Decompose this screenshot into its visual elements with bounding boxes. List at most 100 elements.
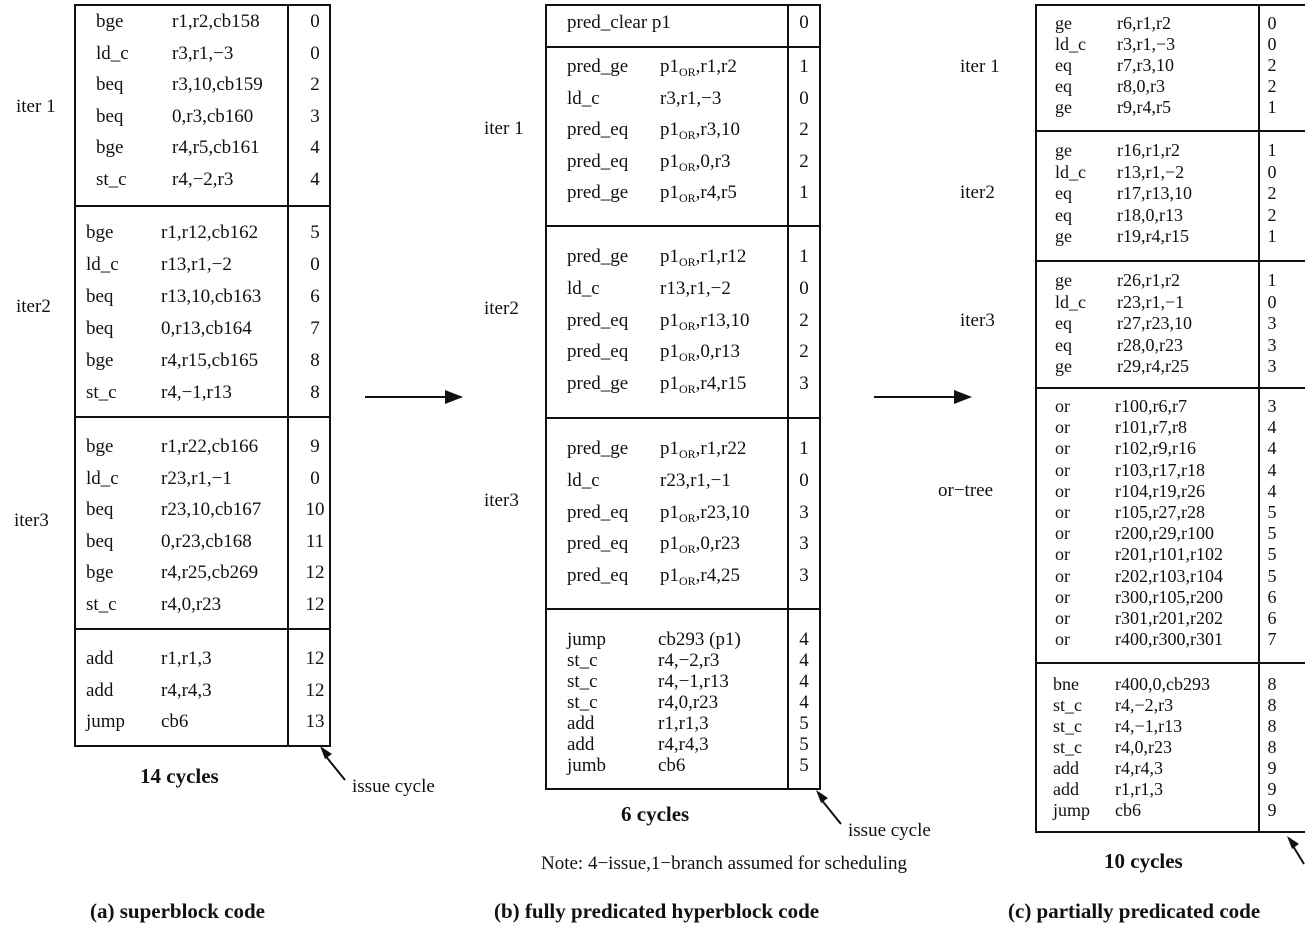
issue-cycle-value: 2 [1267,76,1277,96]
opcode: ld_c [567,277,600,299]
operands: r4,0,r23 [658,692,719,713]
operands: r3,r1,−3 [172,42,234,64]
issue-cycle-value: 3 [1267,356,1277,376]
opcode: ld_c [567,87,600,109]
operands: 0,r23,cb168 [161,530,252,552]
operands: p1OR,r4,25 [660,565,740,589]
operands: r27,r23,10 [1117,313,1192,333]
panel-c-cycle-divider [1258,4,1260,833]
opcode: ge [1055,356,1072,376]
opcode: st_c [1053,695,1082,715]
operands: p1OR,r1,r22 [660,438,747,461]
operands: r103,r17,r18 [1115,459,1205,480]
operands: r7,r3,10 [1117,55,1174,75]
opcode: eq [1055,334,1072,355]
panel-c-sep-1 [1035,130,1305,132]
panel-c-iter-3-label: iter3 [960,310,995,331]
operands: r301,r201,r202 [1115,608,1223,628]
opcode: eq [1055,204,1072,225]
opcode: bge [96,137,124,158]
panel-a-issue-arrow [320,746,346,781]
issue-cycle-value: 3 [799,501,809,523]
operands: r19,r4,r15 [1117,226,1189,246]
opcode: pred_ge [567,182,629,203]
issue-cycle-value: 1 [799,246,809,267]
operands: r1,r12,cb162 [161,222,259,243]
operands: p1OR,0,r3 [660,150,731,174]
issue-cycle-value: 5 [1267,502,1277,522]
operands: p1OR,r4,r5 [660,182,737,205]
issue-cycle-value: 0 [310,11,320,32]
operands: r1,r1,3 [1115,779,1163,799]
issue-cycle-value: 6 [310,286,320,307]
operands: r102,r9,r16 [1115,438,1196,459]
opcode: beq [86,286,114,307]
operands: p1OR,0,r23 [660,533,740,557]
issue-cycle-value: 9 [310,436,320,457]
operands: r17,r13,10 [1117,183,1192,203]
opcode: add [1053,779,1079,799]
opcode: bge [86,436,114,457]
opcode: ld_c [1055,34,1086,54]
issue-cycle-value: 12 [305,593,325,615]
operands: p1OR,r1,r2 [660,56,737,79]
panel-b-cycle-divider [787,4,789,790]
opcode: pred_eq [567,309,629,331]
opcode: bne [1053,674,1079,694]
issue-cycle-value: 0 [799,277,809,299]
panel-c-or-tree-label: or−tree [938,480,994,501]
opcode: ge [1055,97,1072,117]
operands: r18,0,r13 [1117,204,1183,225]
operands: r23,r1,−1 [1117,291,1185,312]
or-subscript: OR [679,542,696,557]
issue-cycle-value: 4 [1267,459,1277,480]
issue-cycle-value: 5 [1267,523,1277,544]
operands: p1OR,r1,r12 [660,246,747,269]
operands: r4,r5,cb161 [172,137,260,158]
opcode: pred_eq [567,501,629,523]
operands: p1OR,0,r13 [660,341,740,365]
opcode: pred_eq [567,150,629,172]
operands: r105,r27,r28 [1115,502,1205,522]
opcode: or [1055,565,1070,586]
issue-cycle-value: 8 [1267,674,1277,694]
opcode: st_c [567,671,598,692]
issue-cycle-value: 12 [305,648,325,669]
panel-c-sep-3 [1035,387,1305,389]
opcode: ge [1055,140,1072,160]
operands: r28,0,r23 [1117,334,1183,355]
issue-cycle-value: 4 [1267,480,1277,501]
or-subscript: OR [679,574,696,589]
panel-b-sep-4 [545,608,821,610]
operands: r4,r25,cb269 [161,562,259,583]
issue-cycle-value: 4 [799,692,809,713]
opcode: pred_ge [567,373,629,395]
opcode: ld_c [86,467,119,489]
panel-a-sep-1 [74,205,331,207]
operands: r200,r29,r100 [1115,523,1214,544]
operands: cb6 [1115,800,1141,820]
issue-cycle-value: 1 [1267,140,1277,160]
panel-a-sep-3 [74,628,331,630]
operands: r4,−1,r13 [1115,716,1183,736]
operands: r4,0,r23 [1115,737,1172,757]
opcode: or [1055,438,1070,459]
opcode: beq [86,499,114,520]
operands: r8,0,r3 [1117,76,1165,96]
panel-a-caption: (a) superblock code [90,899,265,923]
panel-b-sep-3 [545,417,821,419]
operands: r202,r103,r104 [1115,565,1223,586]
panel-c-iter-2-label: iter2 [960,182,995,203]
issue-cycle-value: 0 [1267,161,1277,182]
operands: r4,−2,r3 [658,650,720,671]
operands: cb6 [658,755,686,776]
panel-c-cycle-count: 10 cycles [1104,849,1183,873]
opcode: add [567,734,595,755]
issue-cycle-value: 0 [799,87,809,109]
or-subscript: OR [679,350,696,365]
or-subscript: OR [679,318,696,333]
opcode: eq [1055,313,1072,333]
opcode: or [1055,544,1070,565]
operands: r1,r1,3 [161,648,212,669]
issue-cycle-value: 3 [799,373,809,395]
